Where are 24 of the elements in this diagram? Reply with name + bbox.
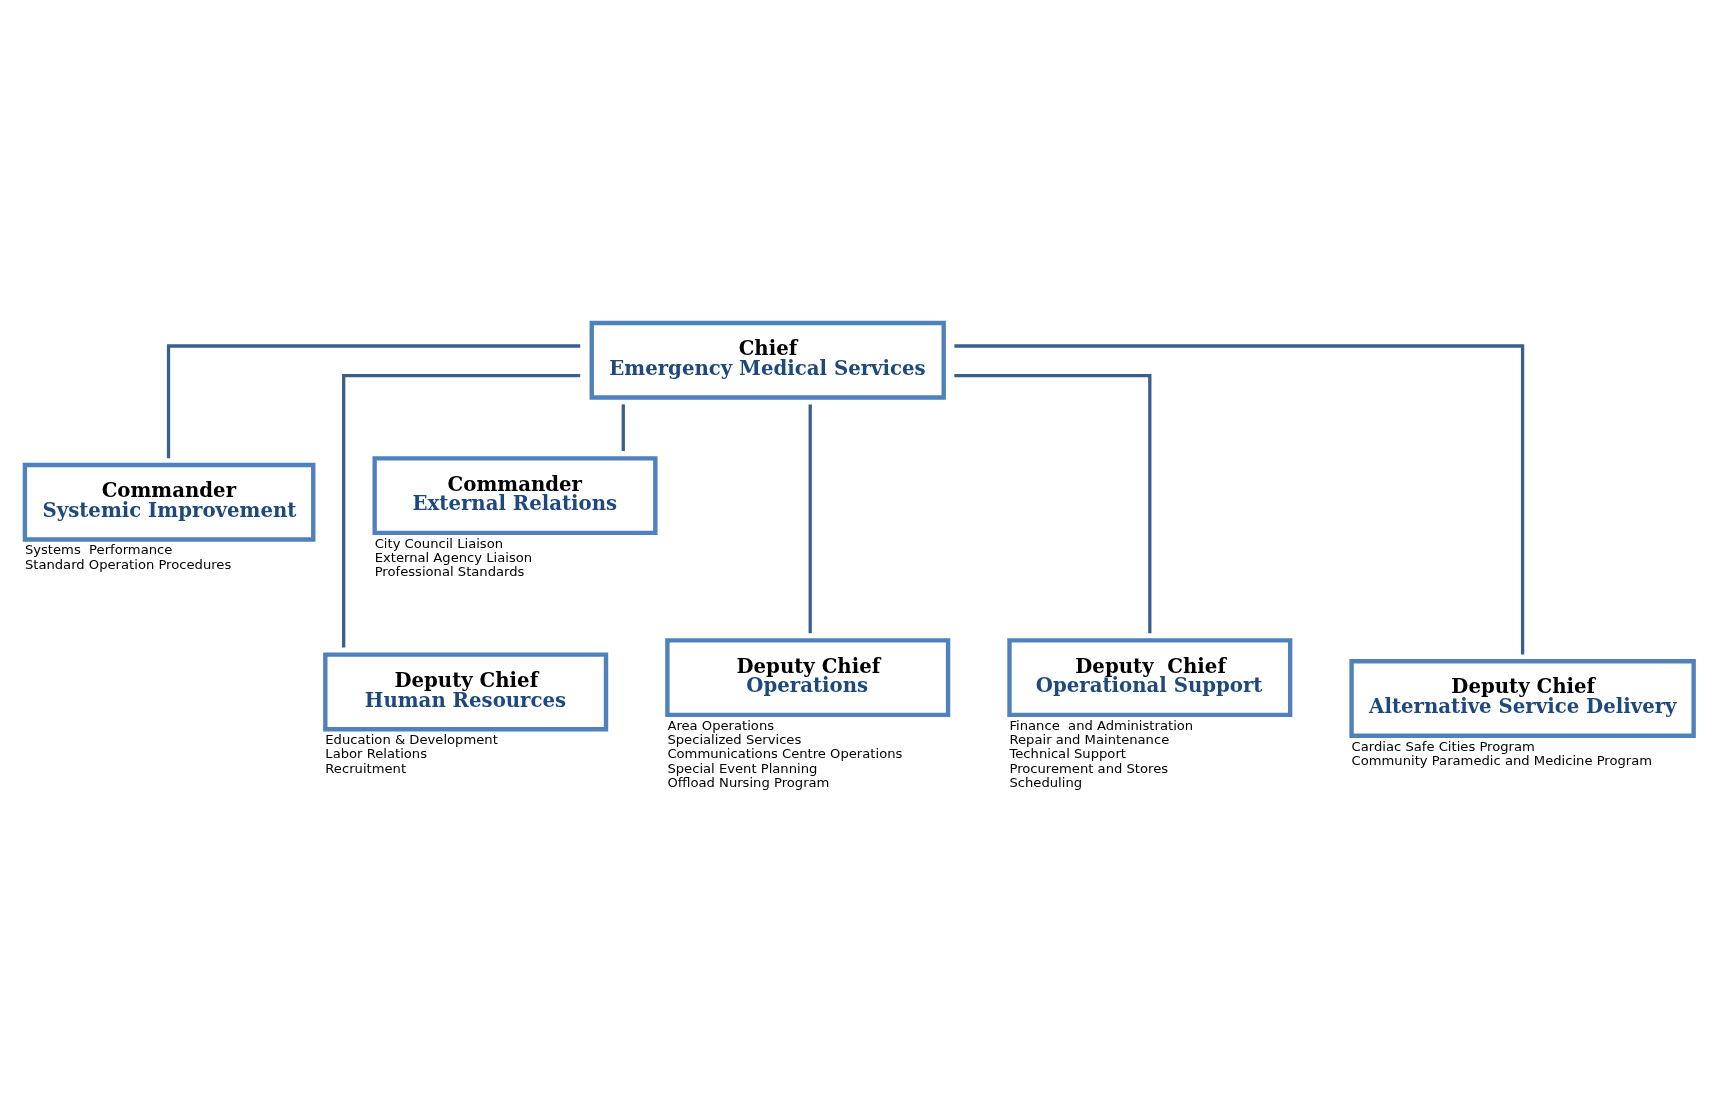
node-label: Cardiac Safe Cities Program xyxy=(1351,738,1535,754)
node-label: Special Event Planning xyxy=(667,760,818,776)
node-label: Communications Centre Operations xyxy=(667,746,903,762)
connector xyxy=(954,373,1152,634)
node-label: Standard Operation Procedures xyxy=(24,556,232,572)
node-label: City Council Liaison xyxy=(374,535,504,551)
connector xyxy=(166,344,581,459)
node-label: Systems Performance xyxy=(24,542,173,558)
node-label: Repair and Maintenance xyxy=(1009,732,1170,748)
node-label: Professional Standards xyxy=(374,564,525,580)
node-label: External Agency Liaison xyxy=(374,550,533,566)
node-label: Education & Development xyxy=(325,732,498,748)
connector xyxy=(342,373,581,648)
connector xyxy=(954,344,1525,655)
node-label: Area Operations xyxy=(667,717,775,733)
connector xyxy=(621,404,625,452)
node-label: Recruitment xyxy=(325,760,407,776)
node-label: Labor Relations xyxy=(325,746,428,762)
node-label: Finance and Administration xyxy=(1009,717,1194,733)
node-label: Specialized Services xyxy=(667,732,802,748)
node-label: Technical Support xyxy=(1009,746,1126,762)
node-label: Scheduling xyxy=(1009,774,1083,790)
connector xyxy=(808,404,812,634)
node-label: Procurement and Stores xyxy=(1009,760,1169,776)
